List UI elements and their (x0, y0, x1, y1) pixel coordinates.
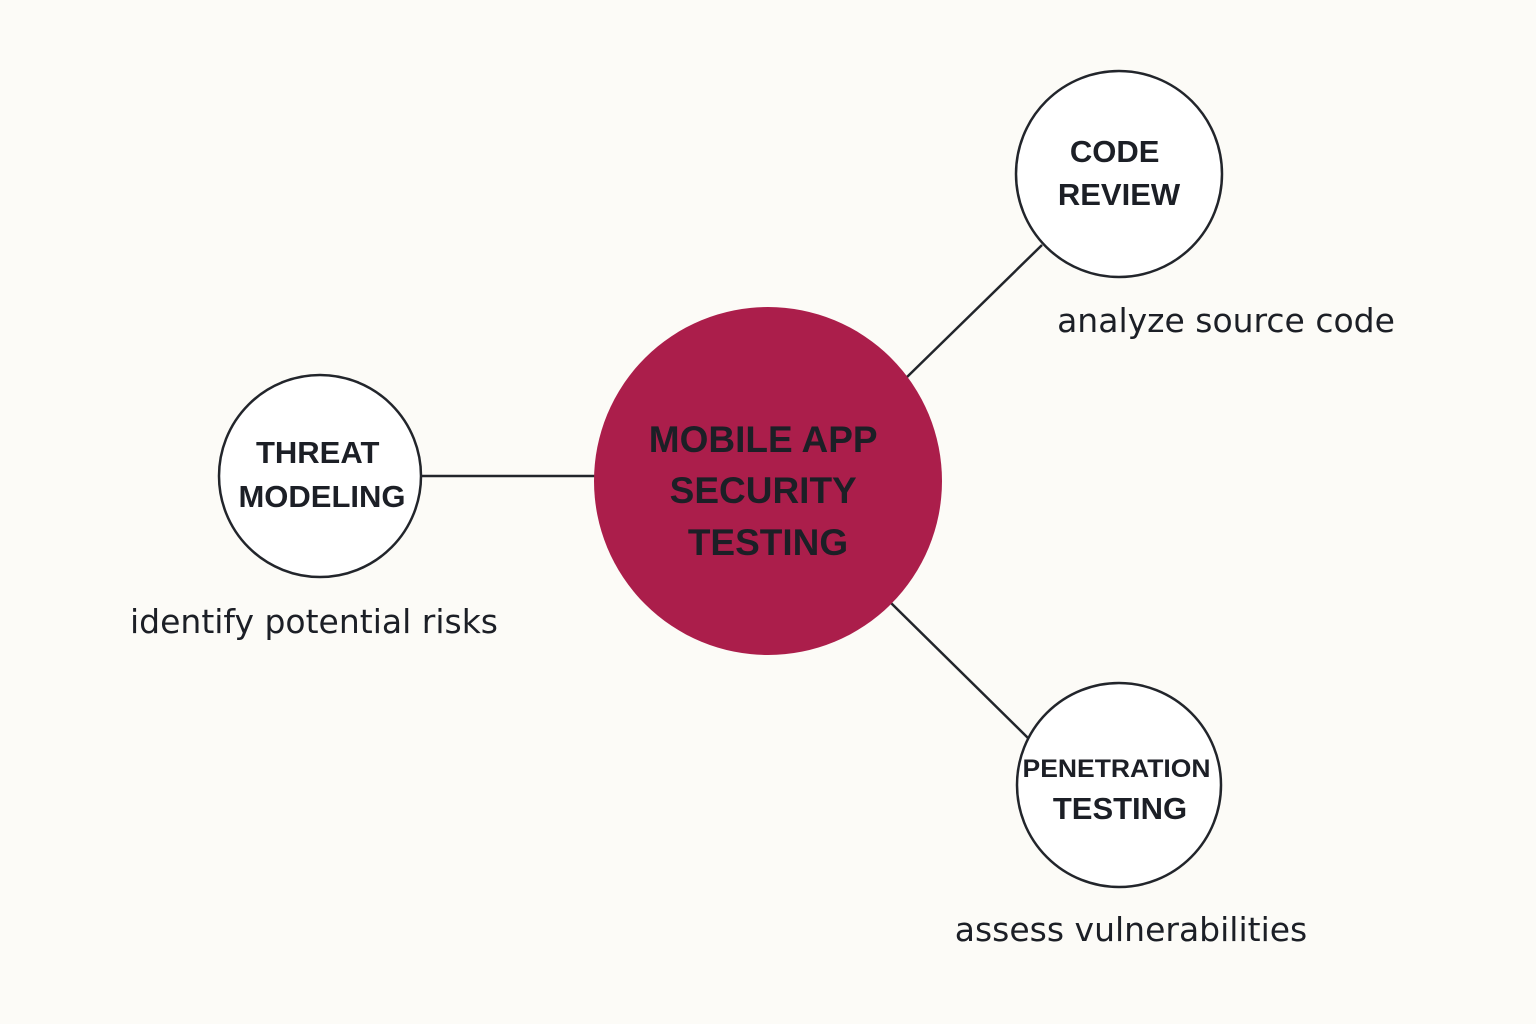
node-circle (217, 373, 423, 579)
node-label: CODE REVIEW (1058, 134, 1181, 212)
node-label: PENETRATION TESTING (1023, 755, 1218, 826)
center-node: MOBILE APP SECURITY TESTING (594, 307, 942, 655)
node-circle (1014, 69, 1224, 279)
node-circle (1015, 681, 1223, 889)
connector-code-review (905, 244, 1043, 379)
node-description: identify potential risks (130, 602, 498, 641)
node-code-review: CODE REVIEW analyze source code (1014, 69, 1395, 340)
node-description: analyze source code (1057, 301, 1395, 340)
center-circle (594, 307, 942, 655)
connector-penetration-testing (890, 602, 1029, 739)
node-threat-modeling: THREAT MODELING identify potential risks (130, 373, 498, 641)
node-description: assess vulnerabilities (955, 910, 1307, 949)
node-penetration-testing: PENETRATION TESTING assess vulnerabiliti… (955, 681, 1307, 949)
node-label: THREAT MODELING (238, 435, 405, 514)
center-label: MOBILE APP SECURITY TESTING (649, 419, 887, 563)
